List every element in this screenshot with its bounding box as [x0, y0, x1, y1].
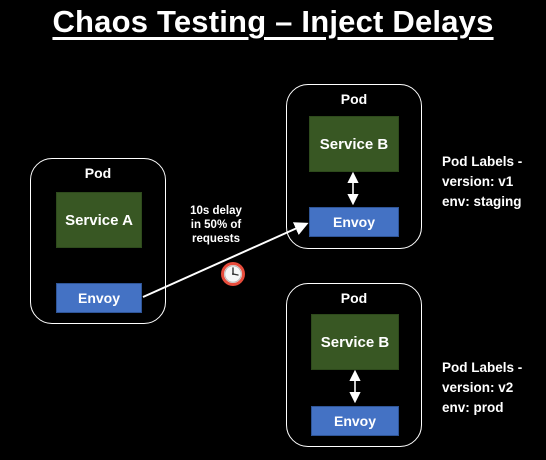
service-a-box: Service A	[56, 192, 142, 248]
pod-b-v1: Pod Service B Envoy	[286, 84, 422, 249]
pod-a-envoy-box: Envoy	[56, 283, 142, 313]
pod-b-v2-labels-heading: Pod Labels -	[442, 360, 523, 375]
pod-b-v1-labels-heading: Pod Labels -	[442, 154, 523, 169]
page-title: Chaos Testing – Inject Delays	[52, 4, 494, 39]
delay-annotation: 10s delay in 50% of requests	[178, 204, 254, 246]
pod-b-v1-envoy-box: Envoy	[309, 207, 399, 237]
service-b-v2-box: Service B	[311, 314, 399, 370]
pod-a-label: Pod	[84, 165, 112, 181]
pod-a: Pod Service A Envoy	[30, 158, 166, 324]
clock-icon	[221, 262, 245, 286]
delay-line-3: requests	[192, 233, 240, 245]
pod-b-v2-labels: Pod Labels - version: v2 env: prod	[442, 358, 522, 418]
pod-b-v1-label-version: version: v1	[442, 174, 514, 189]
delay-line-2: in 50% of	[190, 219, 242, 231]
pod-b-v2-label-version: version: v2	[442, 380, 514, 395]
request-arrow	[142, 222, 309, 298]
pod-b-v1-label-env: env: staging	[442, 194, 522, 209]
pod-b-v2-label-env: env: prod	[442, 400, 504, 415]
pod-b-v2-envoy-box: Envoy	[311, 406, 399, 436]
service-b-v1-box: Service B	[309, 116, 399, 172]
pod-b-v1-label: Pod	[340, 91, 368, 107]
pod-b-v2-label: Pod	[340, 290, 368, 306]
delay-line-1: 10s delay	[190, 205, 242, 217]
pod-b-v1-labels: Pod Labels - version: v1 env: staging	[442, 152, 522, 212]
pod-b-v2: Pod Service B Envoy	[286, 283, 422, 447]
